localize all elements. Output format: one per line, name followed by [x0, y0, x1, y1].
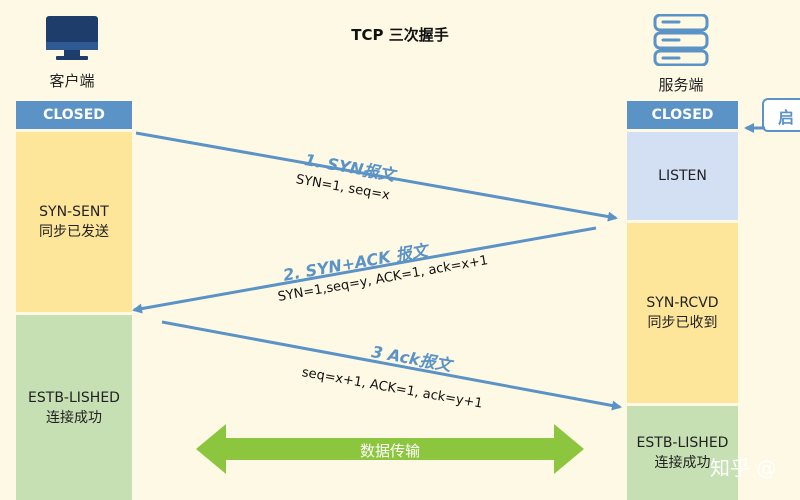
client-state-established: ESTB-LISHED 连接成功	[16, 315, 132, 500]
watermark: 知乎 @	[710, 456, 777, 480]
client-state-closed: CLOSED	[16, 101, 132, 129]
syn-ack-arrow	[132, 226, 597, 314]
client-label: 客户端	[49, 72, 95, 90]
server-icon	[653, 14, 709, 66]
server-state-syn-rcvd: SYN-RCVD 同步已收到	[627, 223, 738, 403]
server-state-listen: LISTEN	[627, 132, 738, 220]
client-state-syn-sent: SYN-SENT 同步已发送	[16, 132, 132, 312]
server-state-established: ESTB-LISHED 连接成功	[627, 406, 738, 500]
data-transfer-arrow	[196, 424, 584, 474]
ack-arrow	[161, 320, 622, 411]
data-transfer-label: 数据传输	[359, 442, 420, 460]
diagram-title: TCP 三次握手	[351, 26, 449, 44]
start-label: 启	[778, 108, 795, 127]
server-state-closed: CLOSED	[627, 101, 738, 129]
server-label: 服务端	[658, 76, 704, 94]
start-box: 启	[762, 98, 800, 132]
monitor-icon	[46, 16, 98, 60]
syn-arrow	[135, 131, 618, 222]
